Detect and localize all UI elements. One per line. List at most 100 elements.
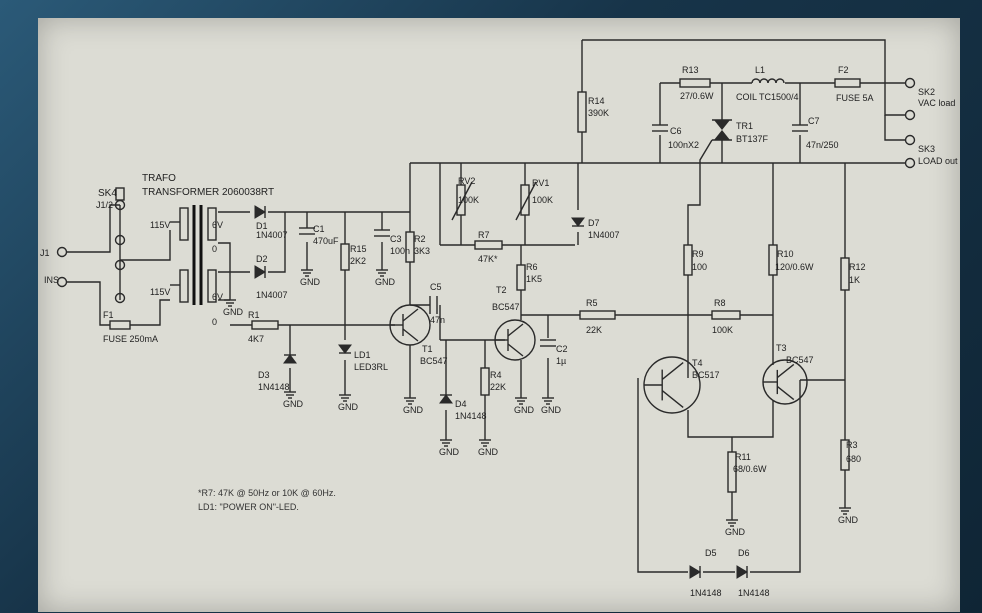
label-sk4: SK4 — [98, 188, 117, 199]
label-d7v: 1N4007 — [588, 230, 620, 240]
label-c5n: C5 — [430, 282, 442, 292]
label-fuse250: FUSE 250mA — [103, 334, 158, 344]
label-r5n: R5 — [586, 298, 598, 308]
res-r1 — [251, 320, 279, 330]
diode-d7 — [571, 217, 585, 227]
label-c2v: 1µ — [556, 356, 566, 366]
label-r3v: 680 — [846, 454, 861, 464]
label-f2v: FUSE 5A — [836, 93, 874, 103]
label-r15v: 2K2 — [350, 256, 366, 266]
label-l1n: L1 — [755, 65, 765, 75]
transistor-t3-emitter — [776, 385, 795, 401]
diode-d1 — [254, 205, 266, 219]
fuse-f1 — [109, 320, 131, 330]
label-c1v: 470uF — [313, 236, 339, 246]
gnd-d3-text: GND — [283, 399, 304, 409]
label-c6v: 100nX2 — [668, 140, 699, 150]
label-d3v: 1N4148 — [258, 382, 290, 392]
label-c7v: 47n/250 — [806, 140, 839, 150]
label-r14v: 390K — [588, 108, 609, 118]
label-c3v: 100n — [390, 246, 410, 256]
sk4-t1 — [114, 199, 126, 211]
label-r11v: 68/0.6W — [733, 464, 767, 474]
label-r10n: R10 — [777, 249, 794, 259]
label-trafo: TRAFO — [142, 173, 176, 184]
label-r11n: R11 — [735, 452, 751, 462]
terminal-sk3-b — [904, 157, 916, 169]
transformer-pri-coil-1 — [179, 207, 189, 241]
triac-tr1-b — [714, 130, 730, 140]
label-t3n: T3 — [776, 343, 787, 353]
res-r14 — [577, 91, 587, 133]
label-d7n: D7 — [588, 218, 600, 228]
terminal-j1-a — [56, 246, 68, 258]
label-r2n: R2 — [414, 234, 426, 244]
label-w0b: 0 — [212, 317, 217, 327]
label-t2v: BC547 — [492, 302, 520, 312]
gnd-c1-text: GND — [300, 277, 321, 287]
res-r9 — [683, 244, 693, 276]
label-w0a: 0 — [212, 244, 217, 254]
label-f1: F1 — [103, 310, 114, 320]
label-sk3n: SK3 — [918, 144, 935, 154]
label-sk2v: VAC load — [918, 98, 955, 108]
label-d6v: 1N4148 — [738, 588, 770, 598]
label-rv1v: 100K — [532, 195, 553, 205]
transistor-t3-collector — [776, 363, 795, 379]
label-c5v: 47n — [430, 315, 445, 325]
triac-tr1 — [714, 120, 730, 130]
label-j1: J1 — [40, 248, 50, 258]
res-r13 — [679, 78, 711, 88]
label-r4n: R4 — [490, 370, 502, 380]
diode-d2 — [254, 265, 266, 279]
label-t3v: BC547 — [786, 355, 814, 365]
label-v115a: 115V — [150, 220, 170, 230]
label-r8v: 100K — [712, 325, 733, 335]
label-v6b: 6V — [212, 292, 223, 302]
res-r5 — [579, 310, 616, 320]
label-r6n: R6 — [526, 262, 538, 272]
label-v115b: 115V — [150, 287, 170, 297]
label-sk2n: SK2 — [918, 87, 935, 97]
label-t2n: T2 — [496, 285, 507, 295]
res-r3 — [840, 439, 850, 471]
fuse-f2 — [834, 78, 861, 88]
res-r12 — [840, 257, 850, 291]
label-f2n: F2 — [838, 65, 849, 75]
label-r6v: 1K5 — [526, 274, 542, 284]
transistor-t1-emitter — [402, 328, 419, 342]
label-r1v: 4K7 — [248, 334, 264, 344]
label-c1n: C1 — [313, 224, 325, 234]
label-j12: J1/2 — [96, 200, 113, 210]
transistor-t4-emitter — [661, 390, 684, 408]
coil-l1-turn — [759, 78, 769, 84]
label-r9n: R9 — [692, 249, 704, 259]
gnd-c2-text: GND — [541, 405, 562, 415]
label-d3n: D3 — [258, 370, 270, 380]
terminal-sk2-a — [904, 77, 916, 89]
label-mains: INS — [44, 275, 59, 285]
label-r9v: 100 — [692, 262, 707, 272]
gnd-t2-text: GND — [514, 405, 535, 415]
diode-d6 — [736, 565, 748, 579]
diode-d5 — [689, 565, 701, 579]
transistor-t2-collector — [507, 323, 524, 337]
coil-l1-turn — [751, 78, 761, 84]
label-note1: *R7: 47K @ 50Hz or 10K @ 60Hz. — [198, 488, 336, 498]
screen-area — [38, 18, 960, 612]
label-ld1n: LD1 — [354, 350, 371, 360]
res-r10 — [768, 244, 778, 276]
label-note2: LD1: "POWER ON"-LED. — [198, 502, 299, 512]
label-d5n: D5 — [705, 548, 717, 558]
label-d2v: 1N4007 — [256, 290, 288, 300]
label-r12v: 1K — [849, 275, 860, 285]
pot-rv2 — [456, 184, 466, 216]
sk4-t4 — [114, 292, 126, 304]
label-r1n: R1 — [248, 310, 260, 320]
label-t4v: BC517 — [692, 370, 720, 380]
gnd-r4-text: GND — [478, 447, 499, 457]
label-r4v: 22K — [490, 382, 506, 392]
label-r13v: 27/0.6W — [680, 91, 714, 101]
